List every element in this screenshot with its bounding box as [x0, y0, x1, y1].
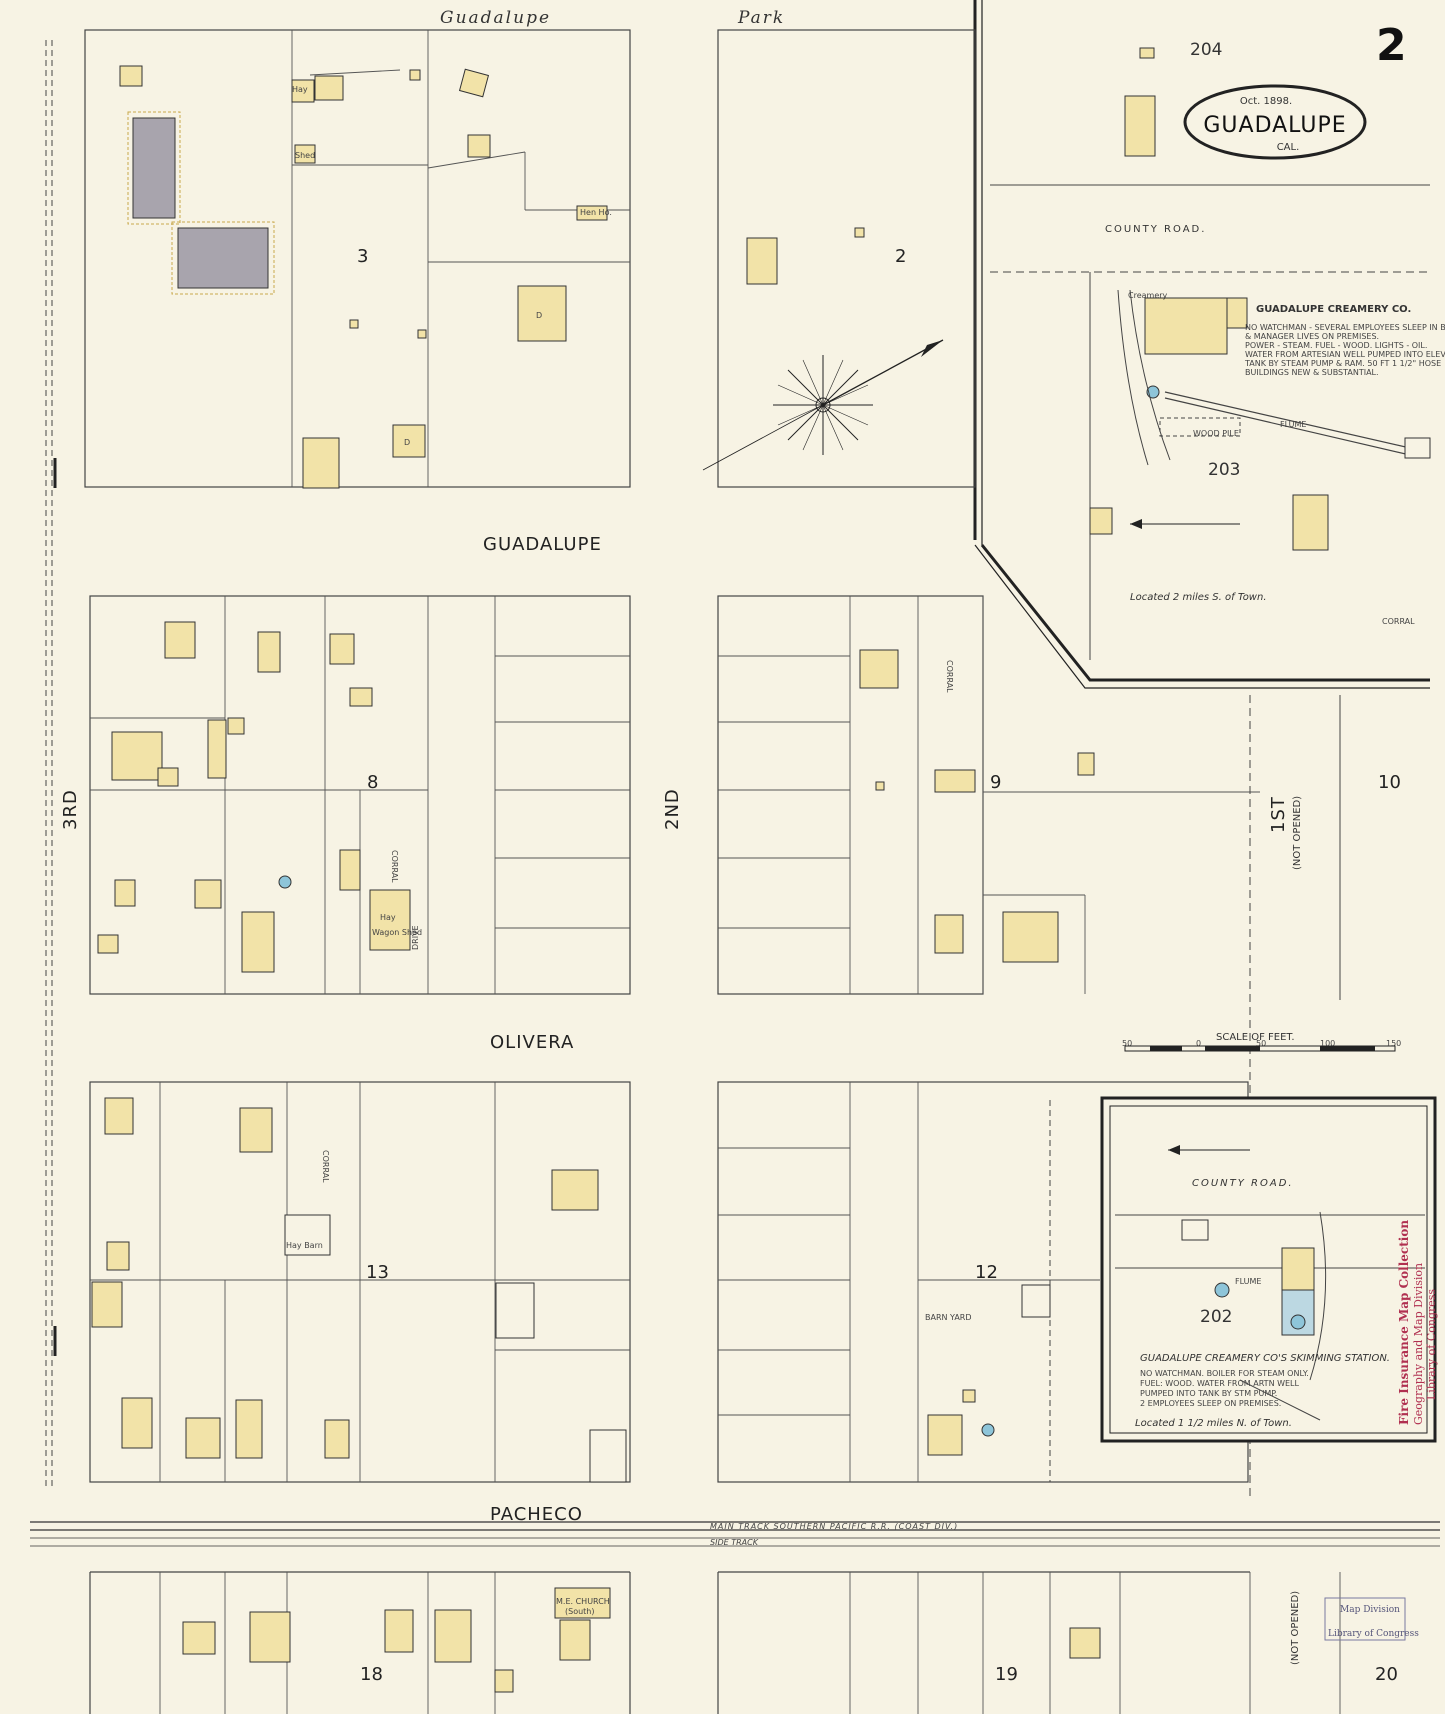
- creamery-note: BUILDINGS NEW & SUBSTANTIAL.: [1245, 368, 1379, 377]
- creamery-note: TANK BY STEAM PUMP & RAM. 50 FT 1 1/2" H…: [1244, 359, 1441, 368]
- skimming-station-title: GUADALUPE CREAMERY CO'S SKIMMING STATION…: [1140, 1353, 1390, 1364]
- flume-label: FLUME: [1280, 420, 1306, 429]
- stamp-collection: Fire Insurance Map Collection: [1397, 1220, 1411, 1425]
- barn-yard-label: BARN YARD: [925, 1313, 972, 1322]
- skimming-note: PUMPED INTO TANK BY STM PUMP.: [1140, 1389, 1277, 1398]
- block-8: 8 CORRAL DRIVE Wagon Shed Hay: [89, 595, 631, 995]
- creamery-location: Located 2 miles S. of Town.: [1130, 592, 1267, 603]
- street-guadalupe: GUADALUPE: [483, 534, 602, 555]
- hen-house-label: Hen Ho.: [580, 208, 612, 217]
- library-stamp: Fire Insurance Map Collection Geography …: [1397, 1220, 1438, 1425]
- wood-pile-label: WOOD PILE: [1193, 429, 1239, 438]
- dwelling-label: D: [404, 438, 410, 447]
- drive-label: DRIVE: [411, 925, 420, 950]
- creamery-label: Creamery: [1128, 291, 1168, 300]
- county-road-label: COUNTY ROAD.: [1192, 1178, 1294, 1189]
- side-track-label: SIDE TRACK: [710, 1538, 759, 1547]
- scale-tick: 0: [1196, 1039, 1201, 1048]
- block-13: 13 Hay Barn CORRAL: [89, 1081, 631, 1483]
- skimming-note: NO WATCHMAN. BOILER FOR STEAM ONLY.: [1140, 1369, 1309, 1378]
- street-not-opened: (NOT OPENED): [1290, 1591, 1301, 1665]
- shed-label: Shed: [295, 151, 315, 160]
- street-guadalupe-park: Guadalupe: [440, 8, 551, 28]
- scale-tick: 50: [1256, 1039, 1266, 1048]
- church-label: (South): [565, 1607, 595, 1616]
- hay-label: Hay: [380, 913, 396, 922]
- state-name: CAL.: [1277, 142, 1300, 153]
- town-name: GUADALUPE: [1203, 113, 1346, 138]
- creamery-title: GUADALUPE CREAMERY CO.: [1256, 304, 1411, 315]
- skimming-note: 2 EMPLOYEES SLEEP ON PREMISES.: [1140, 1399, 1281, 1408]
- north-arrow-compass: [702, 339, 944, 471]
- street-first-note: (NOT OPENED): [1292, 796, 1303, 870]
- inset-skimming-station: FLUME 202 GUADALUPE CREAMERY CO'S SKIMMI…: [1100, 1096, 1437, 1443]
- street-first: 1ST: [1268, 796, 1289, 833]
- block-label: 3: [357, 246, 368, 267]
- railroad: MAIN TRACK SOUTHERN PACIFIC R.R. (COAST …: [30, 1521, 1440, 1547]
- scale-bar: SCALE OF FEET. 50 0 50 100 150: [1122, 1032, 1401, 1052]
- block-204: 204: [1190, 40, 1222, 60]
- map-division-stamp: Map Division Library of Congress: [1324, 1597, 1419, 1641]
- block-19: 19 20: [717, 1571, 1398, 1714]
- block-label: 10: [1378, 772, 1401, 793]
- block-label: 20: [1375, 1664, 1398, 1685]
- skimming-location: Located 1 1/2 miles N. of Town.: [1135, 1418, 1292, 1429]
- stamp-loc: Library of Congress: [1328, 1629, 1419, 1639]
- creamery-note: WATER FROM ARTESIAN WELL PUMPED INTO ELE…: [1245, 350, 1445, 359]
- block-202: 202: [1200, 1307, 1232, 1327]
- title-cartouche: Oct. 1898. GUADALUPE CAL.: [1183, 84, 1367, 160]
- block-9: 9 10 CORRAL: [717, 595, 1401, 995]
- stamp-division: Geography and Map Division: [1412, 1263, 1425, 1425]
- street-olivera: OLIVERA: [490, 1032, 574, 1053]
- skimming-note: FUEL: WOOD. WATER FROM ARTN WELL: [1140, 1379, 1300, 1388]
- brick-building: [177, 227, 269, 289]
- inset-creamery: Creamery WOOD PILE FLUME CORRAL 204 203 …: [974, 40, 1445, 689]
- wagon-shed-label: Wagon Shed: [372, 928, 422, 937]
- corral-label: CORRAL: [1382, 617, 1415, 626]
- corral-label: CORRAL: [321, 1150, 330, 1183]
- street-second: 2ND: [662, 788, 683, 830]
- block-label: 9: [990, 772, 1001, 793]
- scale-tick: 150: [1386, 1039, 1401, 1048]
- dwelling-label: D: [536, 311, 542, 320]
- block-label: 19: [995, 1664, 1018, 1685]
- block-label: 18: [360, 1664, 383, 1685]
- scale-tick: 50: [1122, 1039, 1132, 1048]
- stamp-library: Library of Congress: [1425, 1289, 1438, 1400]
- hay-barn-label: Hay Barn: [286, 1241, 323, 1250]
- block-label: 13: [366, 1262, 389, 1283]
- scale-tick: 100: [1320, 1039, 1335, 1048]
- scale-label: SCALE OF FEET.: [1216, 1032, 1295, 1043]
- block-2: 2: [702, 29, 976, 488]
- block-label: 2: [895, 246, 906, 267]
- street-third: 3RD: [60, 789, 81, 830]
- block-3: 3 Hay Hen Ho. Shed D D: [84, 29, 631, 489]
- hay-label: Hay: [292, 85, 308, 94]
- creamery-note: POWER - STEAM. FUEL - WOOD. LIGHTS - OIL…: [1245, 341, 1427, 350]
- corral-label: CORRAL: [390, 850, 399, 883]
- church-label: M.E. CHURCH: [556, 1597, 610, 1606]
- creamery-note: NO WATCHMAN - SEVERAL EMPLOYEES SLEEP IN…: [1245, 323, 1445, 332]
- sheet-number: 2: [1376, 20, 1407, 71]
- stamp-map-division: Map Division: [1340, 1605, 1400, 1615]
- block-label: 12: [975, 1262, 998, 1283]
- creamery-note: & MANAGER LIVES ON PREMISES.: [1245, 332, 1379, 341]
- block-203: 203: [1208, 460, 1240, 480]
- street-guadalupe-park: Park: [737, 8, 785, 28]
- county-road-label: COUNTY ROAD.: [1105, 224, 1206, 235]
- corral-label: CORRAL: [945, 660, 954, 693]
- street-pacheco: PACHECO: [490, 1504, 583, 1525]
- flume-label: FLUME: [1235, 1277, 1261, 1286]
- sheet-date: Oct. 1898.: [1240, 96, 1292, 107]
- block-18: 18 M.E. CHURCH (South): [89, 1571, 631, 1714]
- main-track-label: MAIN TRACK SOUTHERN PACIFIC R.R. (COAST …: [710, 1522, 958, 1531]
- block-label: 8: [367, 772, 378, 793]
- brick-building: [132, 117, 176, 219]
